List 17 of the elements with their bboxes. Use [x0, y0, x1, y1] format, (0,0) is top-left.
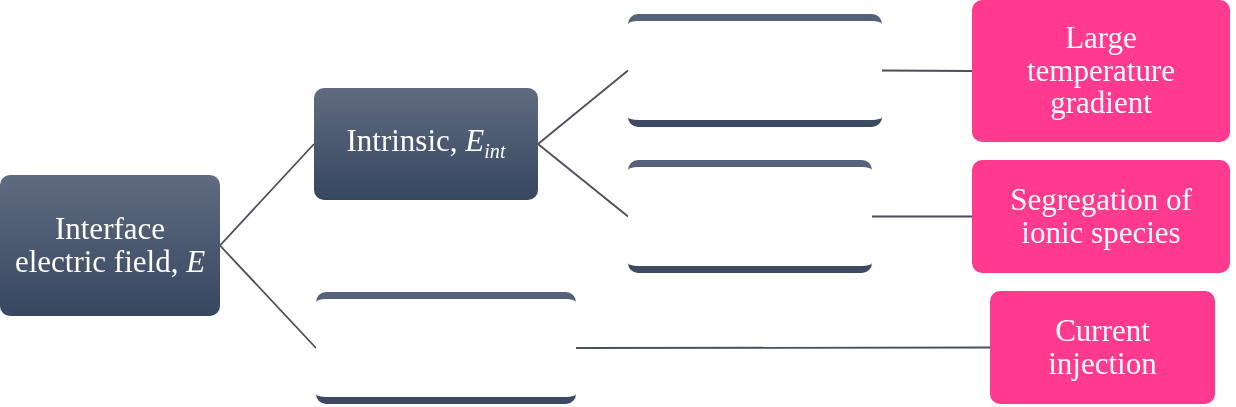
connector-line: [881, 69, 973, 72]
category-box: [972, 0, 1230, 142]
node-label: Large temperature gradient: [1026, 20, 1176, 122]
connector-line: [219, 143, 315, 247]
connector-line: [219, 244, 317, 349]
node-label: Intrinsic, E$_{int}$: [345, 123, 507, 165]
node-label: Interface electric field, E: [13, 210, 207, 281]
connector-line: [537, 69, 629, 145]
category-box: [0, 175, 220, 316]
connector-line: [871, 215, 973, 218]
node-label: Segregation of ionic species: [1009, 181, 1193, 252]
category-box: [972, 160, 1230, 273]
category-box: [990, 291, 1215, 404]
connector-line: [575, 346, 991, 349]
node-label: Current injection: [1047, 312, 1158, 383]
connector-line: [537, 143, 629, 218]
category-box: [314, 88, 538, 200]
